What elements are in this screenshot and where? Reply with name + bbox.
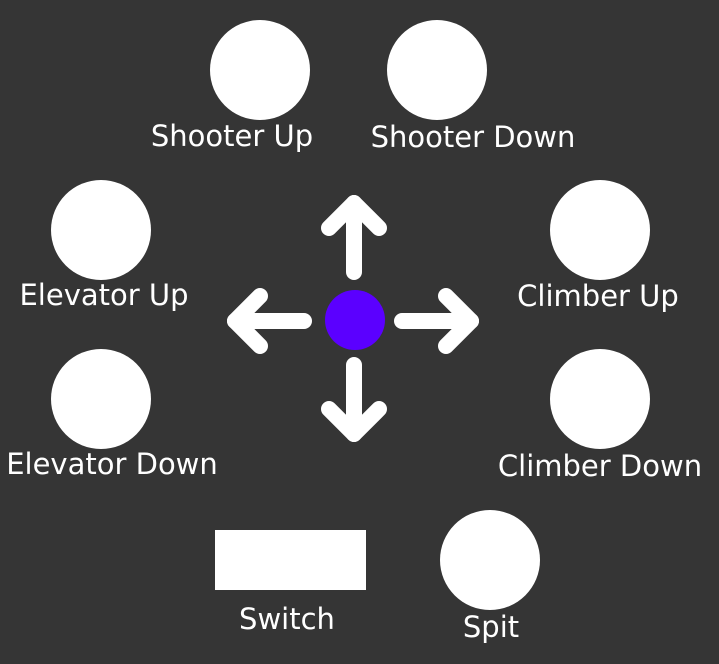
arrow-up-icon[interactable] <box>321 195 387 280</box>
elevator-down-button[interactable] <box>51 349 151 449</box>
elevator-down-label: Elevator Down <box>6 447 218 481</box>
switch-label: Switch <box>239 602 335 636</box>
shooter-up-label: Shooter Up <box>150 119 314 153</box>
climber-down-button[interactable] <box>550 349 650 449</box>
arrow-right-icon[interactable] <box>394 288 479 354</box>
switch-button[interactable] <box>215 530 366 590</box>
elevator-up-button[interactable] <box>51 180 151 280</box>
shooter-down-button[interactable] <box>387 20 487 120</box>
shooter-up-button[interactable] <box>210 20 310 120</box>
climber-up-button[interactable] <box>550 180 650 280</box>
climber-up-label: Climber Up <box>517 279 679 313</box>
spit-button[interactable] <box>440 510 540 610</box>
elevator-up-label: Elevator Up <box>19 278 189 312</box>
climber-down-label: Climber Down <box>497 449 703 483</box>
shooter-down-label: Shooter Down <box>370 120 576 154</box>
arrow-left-icon[interactable] <box>227 288 312 354</box>
joystick-knob[interactable] <box>325 290 385 350</box>
spit-label: Spit <box>462 610 520 644</box>
arrow-down-icon[interactable] <box>321 357 387 442</box>
